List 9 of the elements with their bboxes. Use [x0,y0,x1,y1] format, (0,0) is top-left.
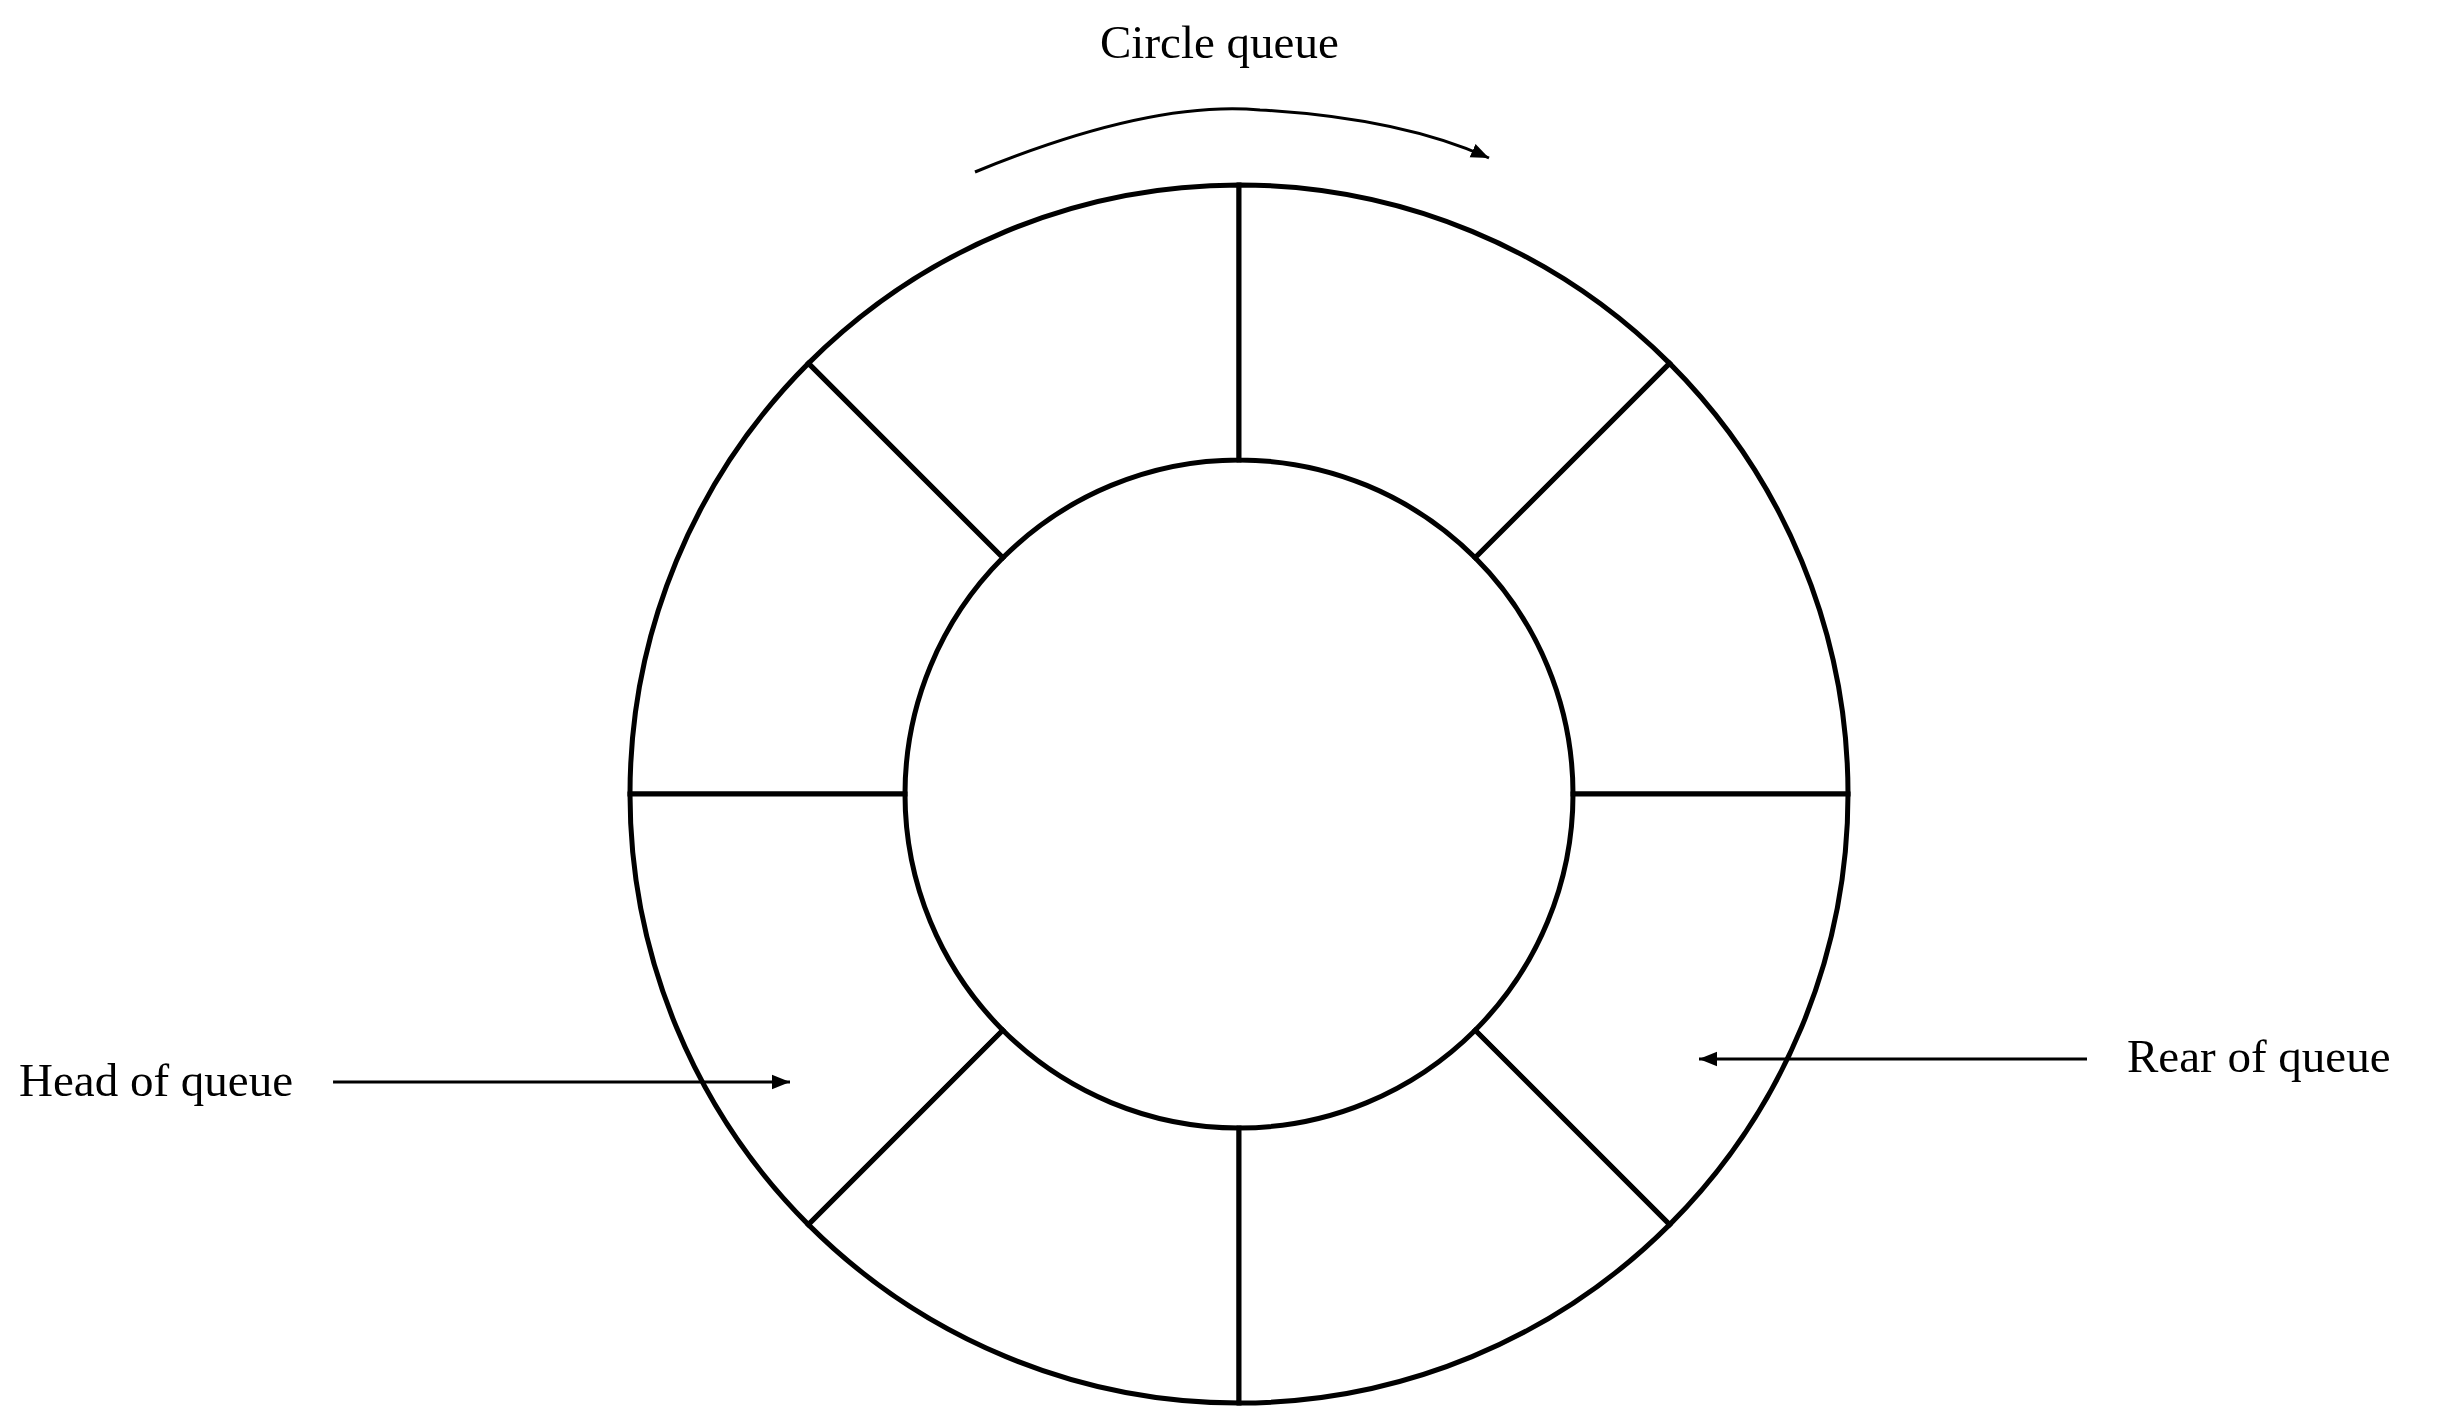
ring-segment [805,1027,1242,1406]
ring-segment [1236,1027,1673,1406]
arrow [333,1074,790,1090]
queue-label: Rear of queue [2127,1028,2391,1085]
ring-segment [1472,360,1851,797]
queue-label: Head of queue [19,1052,294,1109]
diagram-label: Circle queue [1100,15,1339,70]
arrow [1699,1051,2087,1067]
ring-segment [627,360,1006,797]
